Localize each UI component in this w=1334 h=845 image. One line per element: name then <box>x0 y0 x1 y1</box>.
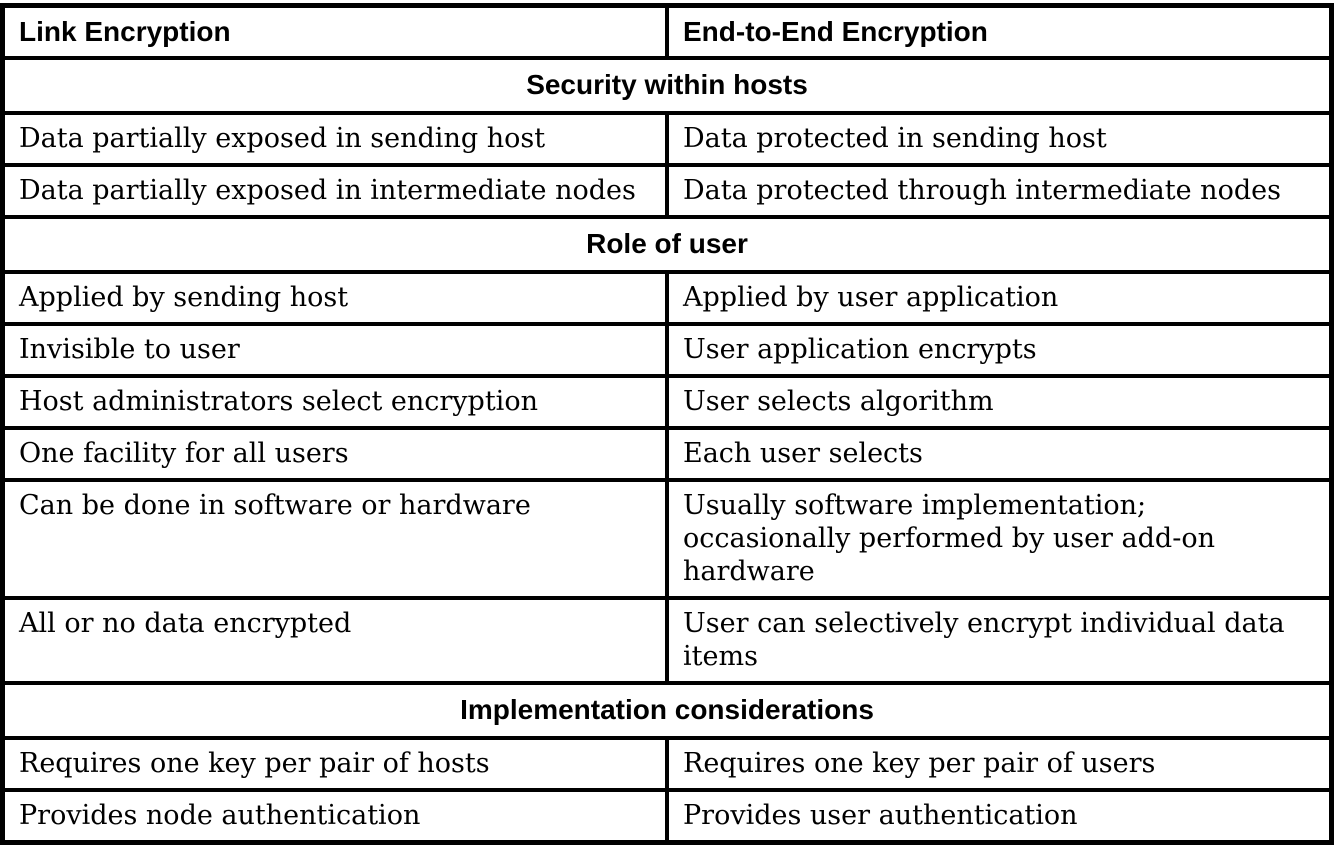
table-row: Data partially exposed in intermediate n… <box>0 163 1334 219</box>
table-cell-e2e: User selects algorithm <box>665 374 1334 430</box>
table-cell-link: All or no data encrypted <box>0 596 669 685</box>
table-cell-e2e: Applied by user application <box>665 270 1334 326</box>
section-header-row-security-within-hosts: Security within hosts <box>0 56 1334 115</box>
table-cell-link: One facility for all users <box>0 426 669 482</box>
table-cell-link: Data partially exposed in sending host <box>0 111 669 167</box>
table-row: Host administrators select encryption Us… <box>0 374 1334 430</box>
encryption-comparison-table: Link Encryption End-to-End Encryption Se… <box>0 3 1334 845</box>
column-header-link-encryption: Link Encryption <box>0 3 669 60</box>
table-row: Can be done in software or hardware Usua… <box>0 478 1334 600</box>
table-cell-e2e: Usually software implementation; occasio… <box>665 478 1334 600</box>
table-row: Requires one key per pair of hosts Requi… <box>0 736 1334 792</box>
table-row: All or no data encrypted User can select… <box>0 596 1334 685</box>
table-row: One facility for all users Each user sel… <box>0 426 1334 482</box>
table-row: Invisible to user User application encry… <box>0 322 1334 378</box>
column-header-row: Link Encryption End-to-End Encryption <box>0 3 1334 60</box>
comparison-table-container: Link Encryption End-to-End Encryption Se… <box>0 3 1334 845</box>
table-cell-e2e: User can selectively encrypt individual … <box>665 596 1334 685</box>
table-row: Provides node authentication Provides us… <box>0 788 1334 845</box>
table-cell-e2e: Provides user authentication <box>665 788 1334 845</box>
column-header-end-to-end-encryption: End-to-End Encryption <box>665 3 1334 60</box>
table-cell-link: Host administrators select encryption <box>0 374 669 430</box>
table-cell-link: Invisible to user <box>0 322 669 378</box>
table-cell-e2e: Data protected in sending host <box>665 111 1334 167</box>
section-header-implementation-considerations: Implementation considerations <box>0 681 1334 740</box>
table-cell-link: Applied by sending host <box>0 270 669 326</box>
table-cell-link: Provides node authentication <box>0 788 669 845</box>
section-header-row-implementation-considerations: Implementation considerations <box>0 681 1334 740</box>
table-cell-e2e: Each user selects <box>665 426 1334 482</box>
table-cell-e2e: Requires one key per pair of users <box>665 736 1334 792</box>
section-header-role-of-user: Role of user <box>0 215 1334 274</box>
table-cell-e2e: User application encrypts <box>665 322 1334 378</box>
table-row: Applied by sending host Applied by user … <box>0 270 1334 326</box>
table-cell-e2e: Data protected through intermediate node… <box>665 163 1334 219</box>
table-cell-link: Can be done in software or hardware <box>0 478 669 600</box>
table-cell-link: Requires one key per pair of hosts <box>0 736 669 792</box>
table-row: Data partially exposed in sending host D… <box>0 111 1334 167</box>
table-cell-link: Data partially exposed in intermediate n… <box>0 163 669 219</box>
section-header-security-within-hosts: Security within hosts <box>0 56 1334 115</box>
section-header-row-role-of-user: Role of user <box>0 215 1334 274</box>
